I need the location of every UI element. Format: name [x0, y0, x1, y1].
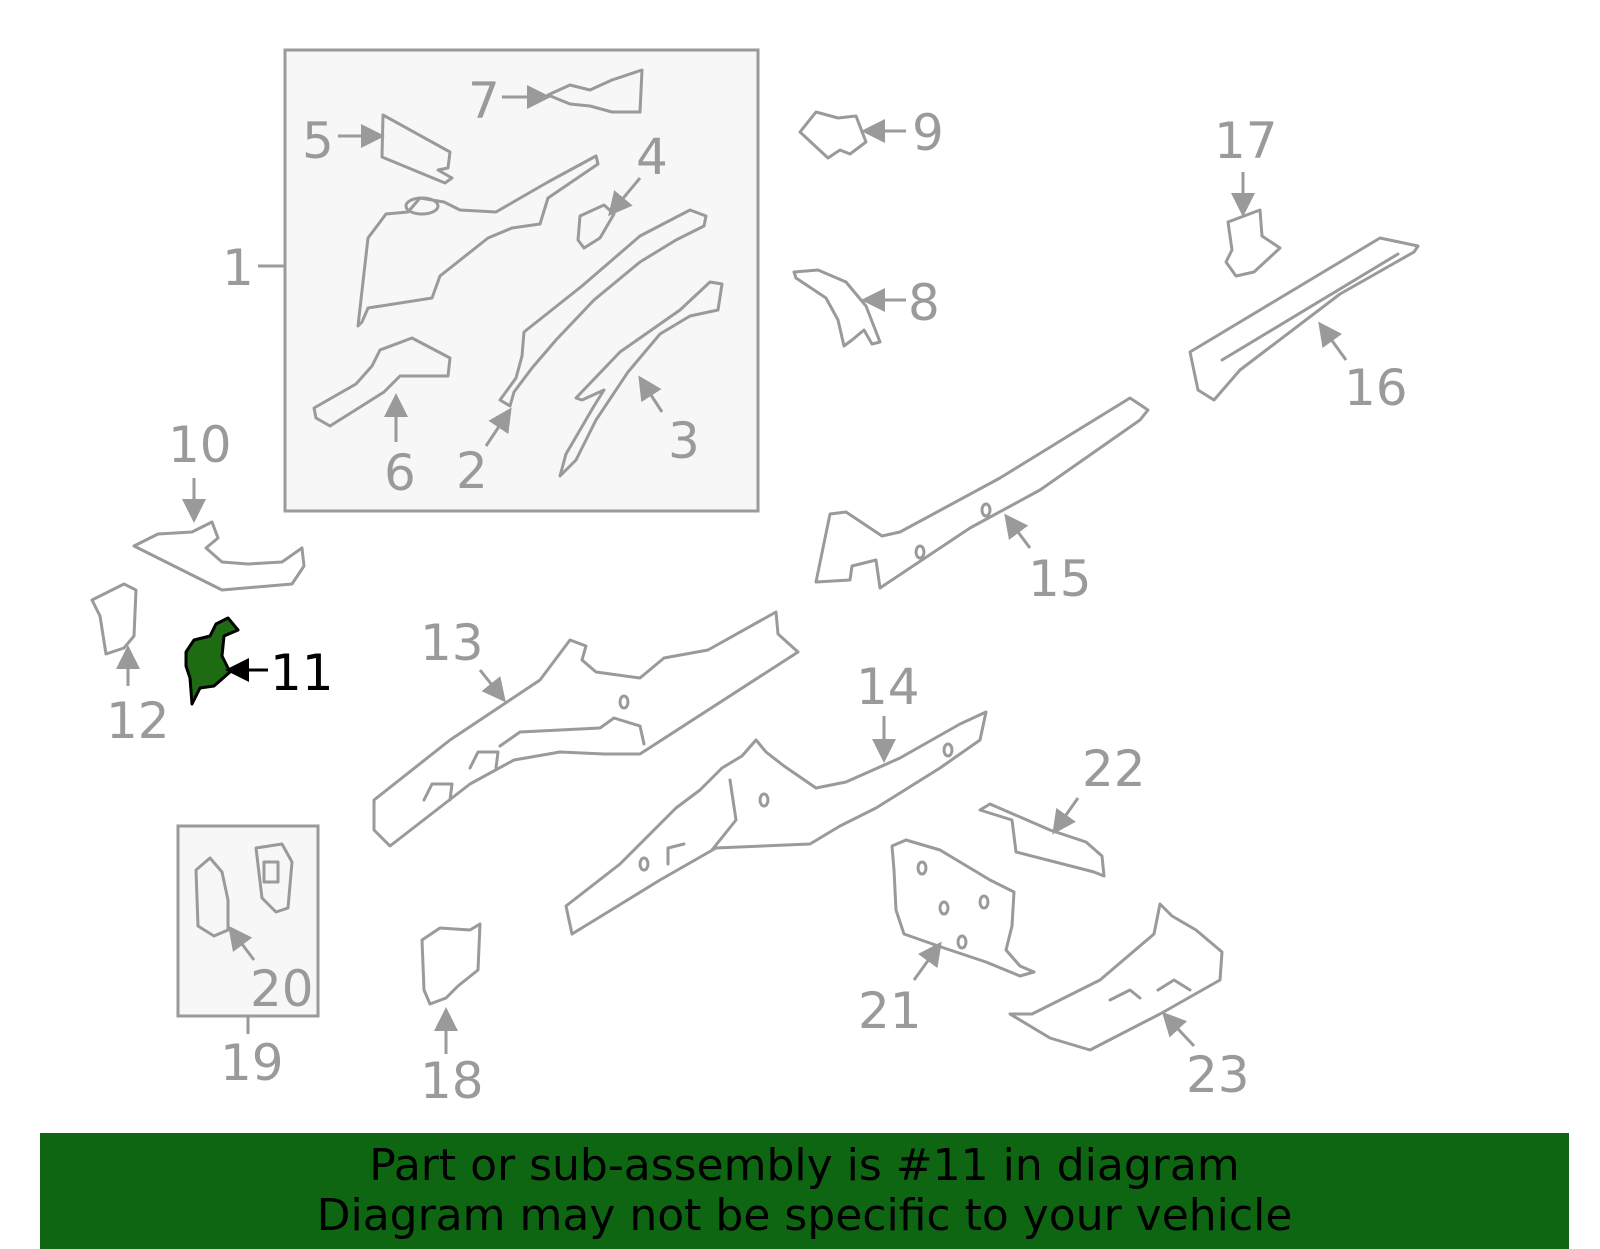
- part-20[interactable]: [194, 842, 294, 961]
- label-14: 14: [856, 658, 920, 716]
- part-22[interactable]: [978, 797, 1106, 878]
- label-1: 1: [222, 239, 254, 297]
- part-13[interactable]: [372, 610, 800, 848]
- label-23: 23: [1186, 1046, 1250, 1104]
- assembly-box-19: [176, 824, 320, 1018]
- part-16[interactable]: [1188, 236, 1420, 402]
- label-5: 5: [302, 112, 334, 170]
- banner-line-1: Part or sub-assembly is #11 in diagram: [369, 1140, 1240, 1191]
- part-15[interactable]: [814, 396, 1150, 590]
- label-8: 8: [908, 274, 940, 332]
- label-12: 12: [106, 692, 170, 750]
- label-15: 15: [1028, 550, 1092, 608]
- part-21[interactable]: [890, 838, 1036, 981]
- part-14[interactable]: [564, 710, 988, 936]
- part-18[interactable]: [420, 922, 482, 1054]
- banner-line-2: Diagram may not be specific to your vehi…: [316, 1190, 1293, 1241]
- part-8[interactable]: [792, 268, 906, 348]
- label-19: 19: [220, 1034, 284, 1092]
- label-11: 11: [270, 644, 334, 702]
- label-4: 4: [636, 128, 668, 186]
- label-16: 16: [1344, 359, 1408, 417]
- part-10[interactable]: [132, 478, 306, 592]
- label-13: 13: [420, 614, 484, 672]
- part-7[interactable]: [502, 68, 644, 114]
- label-20: 20: [250, 960, 314, 1018]
- notice-banner: Part or sub-assembly is #11 in diagram D…: [40, 1133, 1569, 1249]
- part-6[interactable]: [312, 336, 452, 442]
- label-2: 2: [456, 442, 488, 500]
- part-23[interactable]: [1008, 902, 1224, 1052]
- part-11-highlighted[interactable]: [184, 616, 268, 706]
- label-10: 10: [168, 416, 232, 474]
- part-3[interactable]: [558, 280, 724, 478]
- label-22: 22: [1082, 740, 1146, 798]
- label-21: 21: [858, 982, 922, 1040]
- label-9: 9: [912, 104, 944, 162]
- label-17: 17: [1214, 112, 1278, 170]
- part-1-main[interactable]: [356, 154, 600, 328]
- label-6: 6: [384, 444, 416, 502]
- part-9[interactable]: [798, 110, 906, 160]
- part-4[interactable]: [576, 177, 642, 250]
- label-3: 3: [668, 412, 700, 470]
- label-7: 7: [468, 72, 500, 130]
- part-17[interactable]: [1224, 172, 1282, 278]
- label-18: 18: [420, 1052, 484, 1110]
- part-2[interactable]: [484, 208, 708, 447]
- part-12[interactable]: [90, 582, 140, 686]
- part-5[interactable]: [338, 113, 454, 185]
